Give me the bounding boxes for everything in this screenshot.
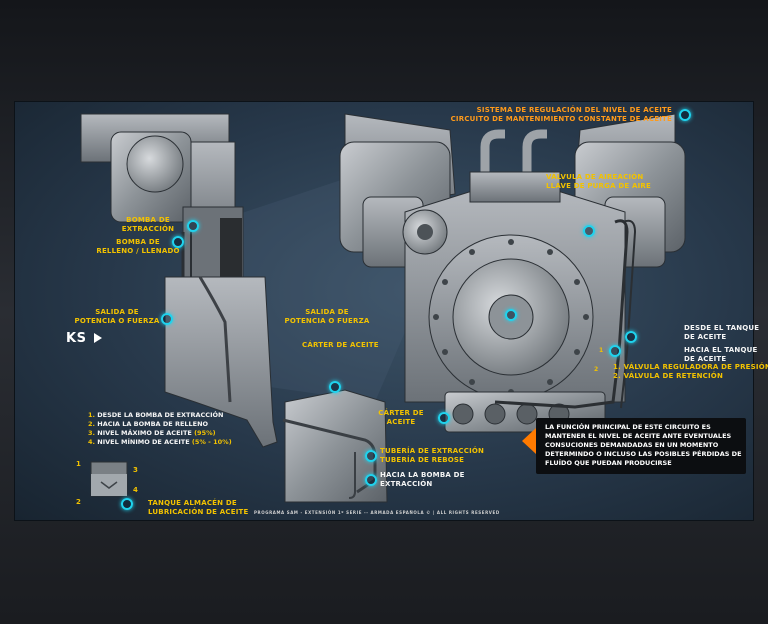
ks-arrow-icon [94,333,102,343]
tank-number-1: 1 [76,460,81,468]
label-to-extraction-pump: HACIA LA BOMBA DE EXTRACCIÓN [380,471,465,488]
marker-crankcase-right[interactable] [438,412,450,424]
marker-extraction-pipe[interactable] [365,450,377,462]
label-extraction-pump: BOMBA DE EXTRACCIÓN [121,216,175,233]
label-maintenance-circuit: CIRCUITO DE MANTENIMIENTO CONSTANTE DE A… [450,115,672,123]
info-box [536,418,746,474]
marker-pto-center[interactable] [505,309,517,321]
marker-to-tank[interactable] [609,345,621,357]
label-crankcase-right: CÁRTER DE ACEITE [378,409,424,426]
label-to-tank: HACIA EL TANQUE DE ACEITE [684,346,758,363]
label-valve-pressure: 1. VÁLVULA REGULADORA DE PRESIÓN [613,363,768,371]
label-valve-num-1: 1 [599,347,604,354]
marker-extraction-pump[interactable] [187,220,199,232]
ks-badge: KS [66,331,87,346]
label-extraction-pipe: TUBERÍA DE EXTRACCIÓN TUBERÍA DE REBOSE [380,447,485,464]
label-crankcase-top: CÁRTER DE ACEITE [302,341,379,349]
label-pto-left: SALIDA DE POTENCIA O FUERZA [74,308,160,325]
label-refill-pump: BOMBA DE RELLENO / LLENADO [96,238,180,255]
tank-number-4: 4 [133,486,138,494]
marker-refill-pump[interactable] [172,236,184,248]
label-aeration-valve: VÁLVULA DE AIREACIÓN LLAVE DE PURGA DE A… [546,173,651,190]
marker-storage-tank[interactable] [121,498,133,510]
engine-illustration [80,113,686,503]
tank-number-2: 2 [76,498,81,506]
label-valve-return: 2. VÁLVULA DE RETENCIÓN [613,372,724,380]
info-arrow-icon [522,428,536,454]
legend-item: 3. NIVEL MÁXIMO DE ACEITE (95%) [88,429,216,437]
legend-item: 1. DESDE LA BOMBA DE EXTRACCIÓN [88,411,224,419]
marker-regulation-system[interactable] [679,109,691,121]
legend-item: 4. NIVEL MÍNIMO DE ACEITE (5% - 10%) [88,438,232,446]
label-from-tank: DESDE EL TANQUE DE ACEITE [684,324,760,341]
marker-to-extraction-pump[interactable] [365,474,377,486]
label-valve-num-2: 2 [594,366,599,373]
footer-credit: PROGRAMA SAM - EXTENSIÓN 1º SERIE -- ARM… [254,510,500,515]
label-regulation-system: SISTEMA DE REGULACIÓN DEL NIVEL DE ACEIT… [476,106,672,114]
marker-crankcase-top[interactable] [329,381,341,393]
tank-number-3: 3 [133,466,138,474]
diagram-panel [14,101,754,521]
info-text: LA FUNCIÓN PRINCIPAL DE ESTE CIRCUITO ES… [545,423,742,467]
marker-pto-left[interactable] [161,313,173,325]
label-pto-center: SALIDA DE POTENCIA O FUERZA [284,308,370,325]
label-storage-tank: TANQUE ALMACÉN DE LUBRICACIÓN DE ACEITE [148,499,249,516]
marker-from-tank[interactable] [625,331,637,343]
legend-item: 2. HACIA LA BOMBA DE RELLENO [88,420,209,428]
marker-aeration-valve[interactable] [583,225,595,237]
oil-level-legend: 1. DESDE LA BOMBA DE EXTRACCIÓN 2. HACIA… [88,411,232,447]
